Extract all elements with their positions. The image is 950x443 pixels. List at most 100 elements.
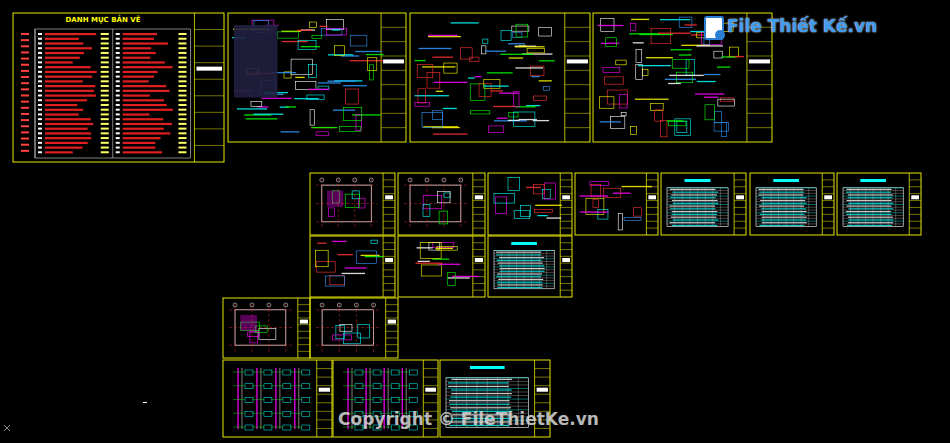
title-block-line	[317, 385, 332, 386]
title-block-line	[565, 113, 590, 114]
detail-shape	[483, 39, 488, 43]
title-block-line	[747, 99, 772, 100]
sheet-heading: DANH MỤC BẢN VẼ	[13, 13, 193, 24]
title-block-line	[386, 304, 398, 305]
note-text	[416, 247, 432, 248]
table-col	[850, 188, 851, 227]
list-row-code	[178, 80, 186, 82]
title-block-line	[646, 221, 658, 222]
list-row-number	[116, 52, 120, 54]
column-section	[264, 425, 272, 430]
title-block-line	[646, 207, 658, 208]
table-cell-text	[762, 197, 807, 198]
list-row-number	[38, 61, 42, 63]
list-row-number	[38, 38, 42, 40]
title-block-line	[473, 242, 485, 243]
detail-shape	[679, 17, 692, 27]
table-cell-text	[762, 222, 807, 223]
table-cell-text	[672, 214, 718, 215]
title-block-line	[560, 179, 572, 180]
table-cell-text	[761, 203, 806, 204]
list-row-number	[116, 109, 120, 111]
detail-shape	[309, 22, 316, 27]
list-row-code	[178, 137, 186, 139]
column-section	[302, 384, 310, 389]
plan-element	[439, 211, 448, 224]
list-row-code	[178, 52, 186, 54]
column-section	[264, 370, 272, 375]
title-block-line	[560, 290, 572, 291]
title-block-line	[383, 269, 395, 270]
title-block-line	[194, 95, 224, 96]
column-section	[245, 370, 253, 375]
title-block-line	[646, 200, 658, 201]
note-text	[434, 82, 468, 83]
list-row-code	[101, 33, 109, 35]
list-row-text	[45, 104, 77, 106]
title-block-line	[909, 179, 921, 180]
detail-shape	[312, 35, 321, 38]
grid-axis	[356, 304, 357, 352]
list-row-text	[123, 128, 164, 130]
list-row-code	[101, 71, 109, 73]
table-cell-text	[848, 217, 893, 218]
note-text	[422, 66, 455, 67]
title-block-line	[386, 318, 398, 319]
title-block-line	[560, 200, 572, 201]
title-block-border	[909, 173, 910, 235]
note-text	[497, 118, 508, 119]
level-line	[233, 399, 245, 400]
drawing-sheet	[488, 173, 572, 235]
plan-element	[250, 332, 258, 343]
note-block	[234, 25, 278, 98]
detail-shape	[661, 120, 667, 136]
list-row-text	[45, 132, 91, 134]
list-row-text	[45, 76, 92, 78]
title-block-line	[565, 127, 590, 128]
detail-shape	[606, 38, 617, 46]
axis-bubble	[320, 178, 324, 182]
table-cell-text	[670, 189, 716, 190]
list-index	[21, 45, 29, 47]
list-row-code	[178, 66, 186, 68]
detail-shape	[356, 114, 362, 130]
title-block-line	[565, 99, 590, 100]
grid-axis	[410, 179, 411, 229]
detail-shape	[496, 197, 507, 214]
level-line	[271, 372, 283, 373]
title-block-logo	[749, 59, 770, 63]
title-block-line	[646, 228, 658, 229]
table-col	[546, 251, 547, 289]
list-row-number	[116, 90, 120, 92]
note-text	[579, 195, 607, 196]
column-section	[283, 411, 291, 416]
note-text	[311, 127, 337, 128]
table-col	[501, 251, 502, 289]
detail-shape	[668, 121, 685, 126]
title-block-line	[473, 200, 485, 201]
table-cell-text	[500, 268, 545, 269]
list-row-code	[101, 57, 109, 59]
detail-shape	[298, 40, 316, 49]
sheet-frame	[488, 236, 572, 297]
axis-bubble	[250, 303, 254, 307]
detail-shape	[686, 60, 694, 76]
title-block-line	[560, 228, 572, 229]
list-row-number	[116, 123, 120, 125]
plan-element	[444, 193, 450, 197]
column-section	[391, 370, 399, 375]
title-block-logo	[300, 320, 308, 324]
column-section	[283, 384, 291, 389]
note-text	[333, 110, 355, 111]
detail-shape	[593, 199, 599, 207]
detail-shape	[310, 110, 314, 125]
note-text	[428, 36, 461, 37]
grid-axis	[316, 203, 377, 204]
title-block-line	[535, 368, 550, 369]
title-block-line	[747, 84, 772, 85]
level-line	[233, 413, 245, 414]
title-block-border	[560, 236, 561, 297]
axis-bubble	[425, 178, 429, 182]
title-block-line	[473, 186, 485, 187]
column-section	[302, 398, 310, 403]
